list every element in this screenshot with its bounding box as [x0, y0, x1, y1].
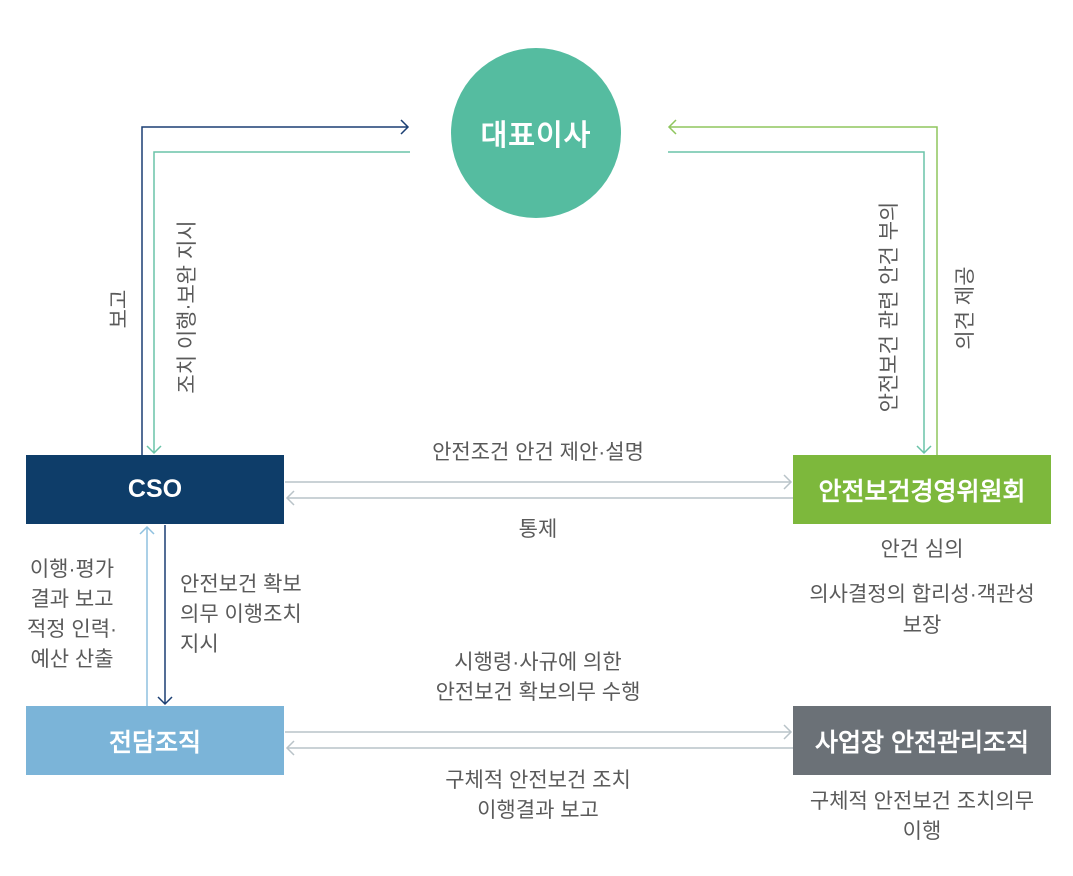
report-label: 보고	[108, 289, 131, 329]
site-note-1: 구체적 안전보건 조치의무	[809, 790, 1035, 813]
proposal-label: 안전조건 안건 제안·설명	[432, 441, 644, 464]
dept-site-arrows	[285, 724, 793, 756]
committee-label: 안전보건경영위원회	[818, 477, 1026, 506]
committee-note-1: 안건 심의	[880, 538, 964, 561]
left-note-4: 예산 산출	[30, 648, 114, 671]
cso-box: CSO	[26, 455, 284, 524]
left-notes: 이행·평가 결과 보고 적정 인력· 예산 산출	[12, 555, 132, 675]
committee-agenda-arrow	[668, 151, 932, 455]
cso-instruction-3: 지시	[180, 633, 219, 656]
site-box: 사업장 안전관리조직	[793, 706, 1051, 775]
dept-label: 전담조직	[108, 728, 201, 757]
ceo-node: 대표이사	[451, 48, 621, 218]
cso-instruction-notes: 안전보건 확보 의무 이행조치 지시	[180, 570, 350, 660]
middle-bottom-notes: 구체적 안전보건 조치 이행결과 보고	[380, 766, 696, 826]
cso-instruction-1: 안전보건 확보	[180, 573, 302, 596]
control-label: 통제	[518, 518, 558, 541]
committee-agenda-label: 안전보건 관련 안건 부의	[878, 201, 901, 413]
dept-cso-up-arrow	[139, 525, 155, 706]
opinion-arrow	[667, 119, 938, 455]
middle-top-1: 시행령·사규에 의한	[454, 651, 622, 674]
site-notes: 구체적 안전보건 조치의무 이행	[780, 787, 1064, 847]
left-note-2: 결과 보고	[30, 588, 114, 611]
middle-top-2: 안전보건 확보의무 수행	[435, 681, 641, 704]
left-note-3: 적정 인력·	[26, 618, 118, 641]
ceo-label: 대표이사	[480, 120, 592, 152]
middle-top-notes: 시행령·사규에 의한 안전보건 확보의무 수행	[380, 648, 696, 708]
committee-note-3: 보장	[902, 614, 942, 637]
action-instruction-arrow	[146, 151, 410, 455]
site-note-2: 이행	[902, 820, 942, 843]
report-arrow	[141, 119, 410, 455]
action-instruction-label: 조치 이행·보완 지시	[176, 220, 199, 394]
middle-bottom-2: 이행결과 보고	[477, 799, 599, 822]
cso-dept-down-arrow	[157, 525, 173, 706]
committee-box: 안전보건경영위원회	[793, 455, 1051, 524]
opinion-label: 의견 제공	[954, 266, 977, 350]
cso-label: CSO	[127, 475, 183, 503]
site-label: 사업장 안전관리조직	[815, 728, 1029, 757]
committee-note-2: 의사결정의 합리성·객관성	[809, 583, 1035, 606]
middle-bottom-1: 구체적 안전보건 조치	[445, 769, 631, 792]
dept-box: 전담조직	[26, 706, 284, 775]
cso-committee-arrows	[285, 474, 793, 506]
left-note-1: 이행·평가	[29, 558, 115, 581]
cso-instruction-2: 의무 이행조치	[180, 603, 302, 626]
